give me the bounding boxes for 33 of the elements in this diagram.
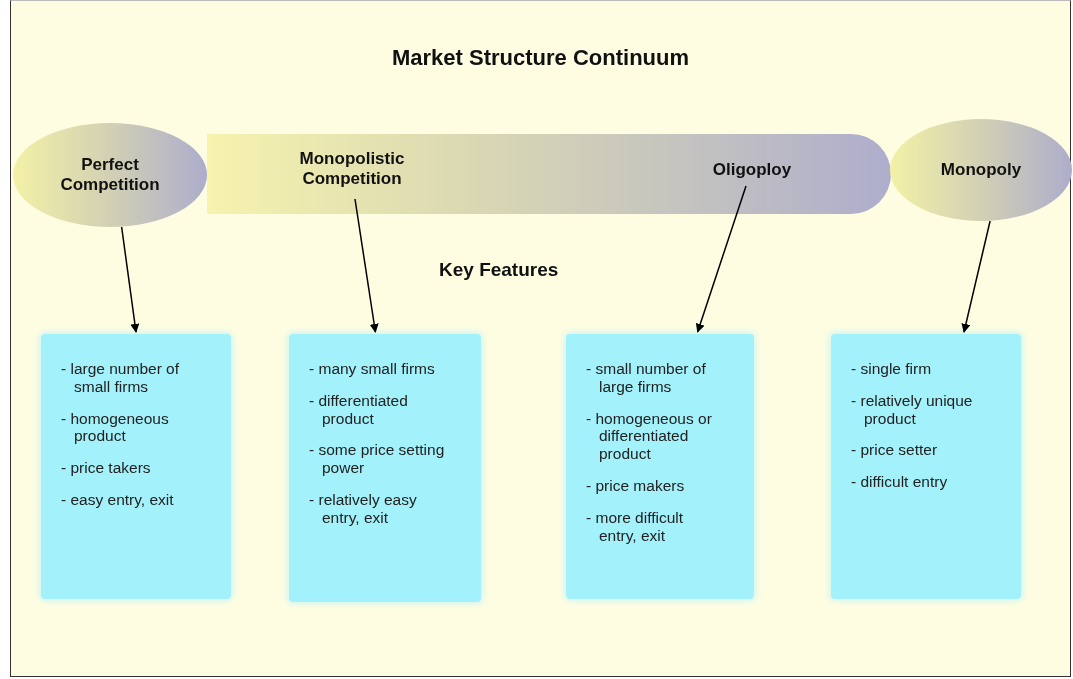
- market-type-label: Perfect Competition: [59, 154, 161, 196]
- feature-item: - price setter: [851, 441, 939, 460]
- continuum-band: [207, 134, 891, 214]
- arrow: [120, 226, 140, 333]
- feature-item: - many small firms: [309, 360, 436, 378]
- feature-item: - differentiated product: [309, 391, 409, 428]
- feature-item: - relatively unique product: [851, 391, 974, 428]
- feature-item: - small number of large firms: [586, 360, 707, 396]
- feature-item: - single firm: [851, 360, 933, 378]
- feature-item: - relatively easy entry, exit: [309, 491, 418, 527]
- market-type-label: Monopoly: [940, 159, 1022, 181]
- market-type-label: Monopolistic Competition: [277, 149, 427, 199]
- features-box: [289, 334, 481, 602]
- feature-item: - some price setting power: [309, 441, 446, 478]
- feature-item: - homogeneous or differentiated product: [586, 409, 713, 464]
- market-ellipse: [890, 119, 1072, 221]
- feature-item: - difficult entry: [851, 473, 949, 492]
- feature-item: - more difficult entry, exit: [586, 508, 685, 545]
- features-box: [566, 334, 754, 599]
- feature-item: - homogeneous product: [61, 409, 170, 446]
- diagram-title: Market Structure Continuum: [391, 45, 690, 71]
- section-heading: Key Features: [439, 259, 559, 281]
- feature-item: - easy entry, exit: [61, 491, 175, 509]
- arrow: [695, 185, 747, 333]
- market-ellipse: [13, 123, 207, 227]
- arrow: [354, 198, 379, 333]
- features-box: [831, 334, 1021, 599]
- arrow: [961, 220, 991, 333]
- feature-item: - price takers: [61, 459, 152, 478]
- market-type-label: Oligoploy: [692, 160, 812, 186]
- feature-item: - large number of small firms: [61, 360, 181, 396]
- feature-item: - price makers: [586, 477, 686, 495]
- features-box: [41, 334, 231, 599]
